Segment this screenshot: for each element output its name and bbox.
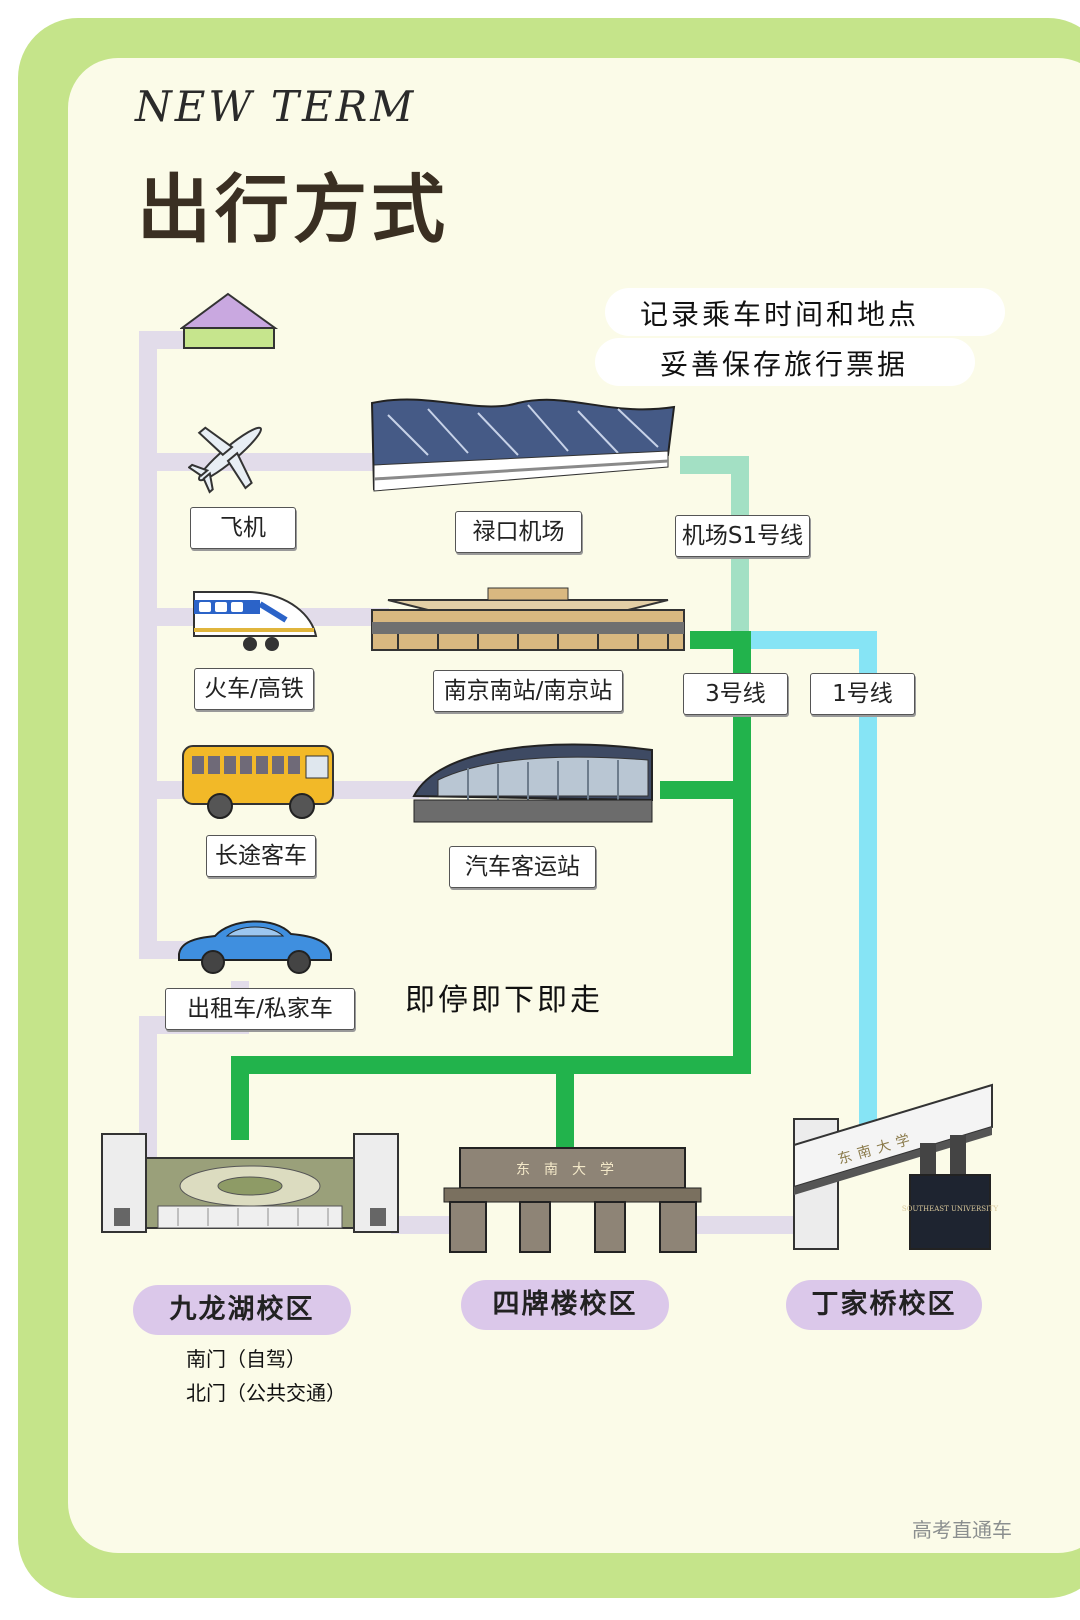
dingjiaqiao-board-text: SOUTHEAST UNIVERSITY [902,1205,999,1213]
note-background [605,288,1005,336]
bullet-train-icon [193,591,318,651]
station-label-train: 南京南站/南京站 [433,670,623,712]
metro-label-line1: 1号线 [810,673,915,715]
campus-label-jiulonghu: 九龙湖校区 [133,1285,351,1335]
start-house-icon [180,292,279,349]
jiulonghu-gate-icon [101,1133,399,1233]
car-icon [178,920,332,974]
bus-station-icon [412,743,653,823]
dingjiaqiao-gate-icon: SOUTHEAST UNIVERSITY 东南大学 [793,1083,999,1250]
station-label-airport: 禄口机场 [455,511,582,553]
airplane-icon [188,426,262,494]
metro-label-s1: 机场S1号线 [675,515,810,557]
watermark: 高考直通车 [912,1518,1012,1542]
s1-line [680,456,749,640]
bus-icon [182,745,334,819]
mode-label-train: 火车/高铁 [194,668,314,710]
campus-note-south-gate: 南门（自驾） [186,1347,306,1371]
mode-label-bus: 长途客车 [206,835,316,877]
note-line-2: 妥善保存旅行票据 [660,348,909,381]
airport-terminal-icon [370,398,676,492]
stop-note: 即停即下即走 [405,983,603,1018]
mode-label-car: 出租车/私家车 [165,988,355,1030]
sipailou-gate-icon: 东南大学 [443,1147,702,1253]
page-title: 出行方式 [137,167,449,253]
mode-label-airplane: 飞机 [190,507,296,549]
campus-note-north-gate: 北门（公共交通） [186,1381,346,1405]
campus-label-sipailou: 四牌楼校区 [461,1280,669,1330]
line3-line [231,631,751,1140]
campus-label-dingjiaqiao: 丁家桥校区 [786,1280,982,1330]
note-background-2 [595,338,975,386]
note-line-1: 记录乘车时间和地点 [640,298,920,331]
station-label-bus: 汽车客运站 [449,846,596,888]
header-subtitle: NEW TERM [135,82,417,131]
metro-label-line3: 3号线 [683,673,788,715]
train-station-icon [371,587,685,651]
sipailou-gate-text: 东南大学 [516,1162,628,1178]
